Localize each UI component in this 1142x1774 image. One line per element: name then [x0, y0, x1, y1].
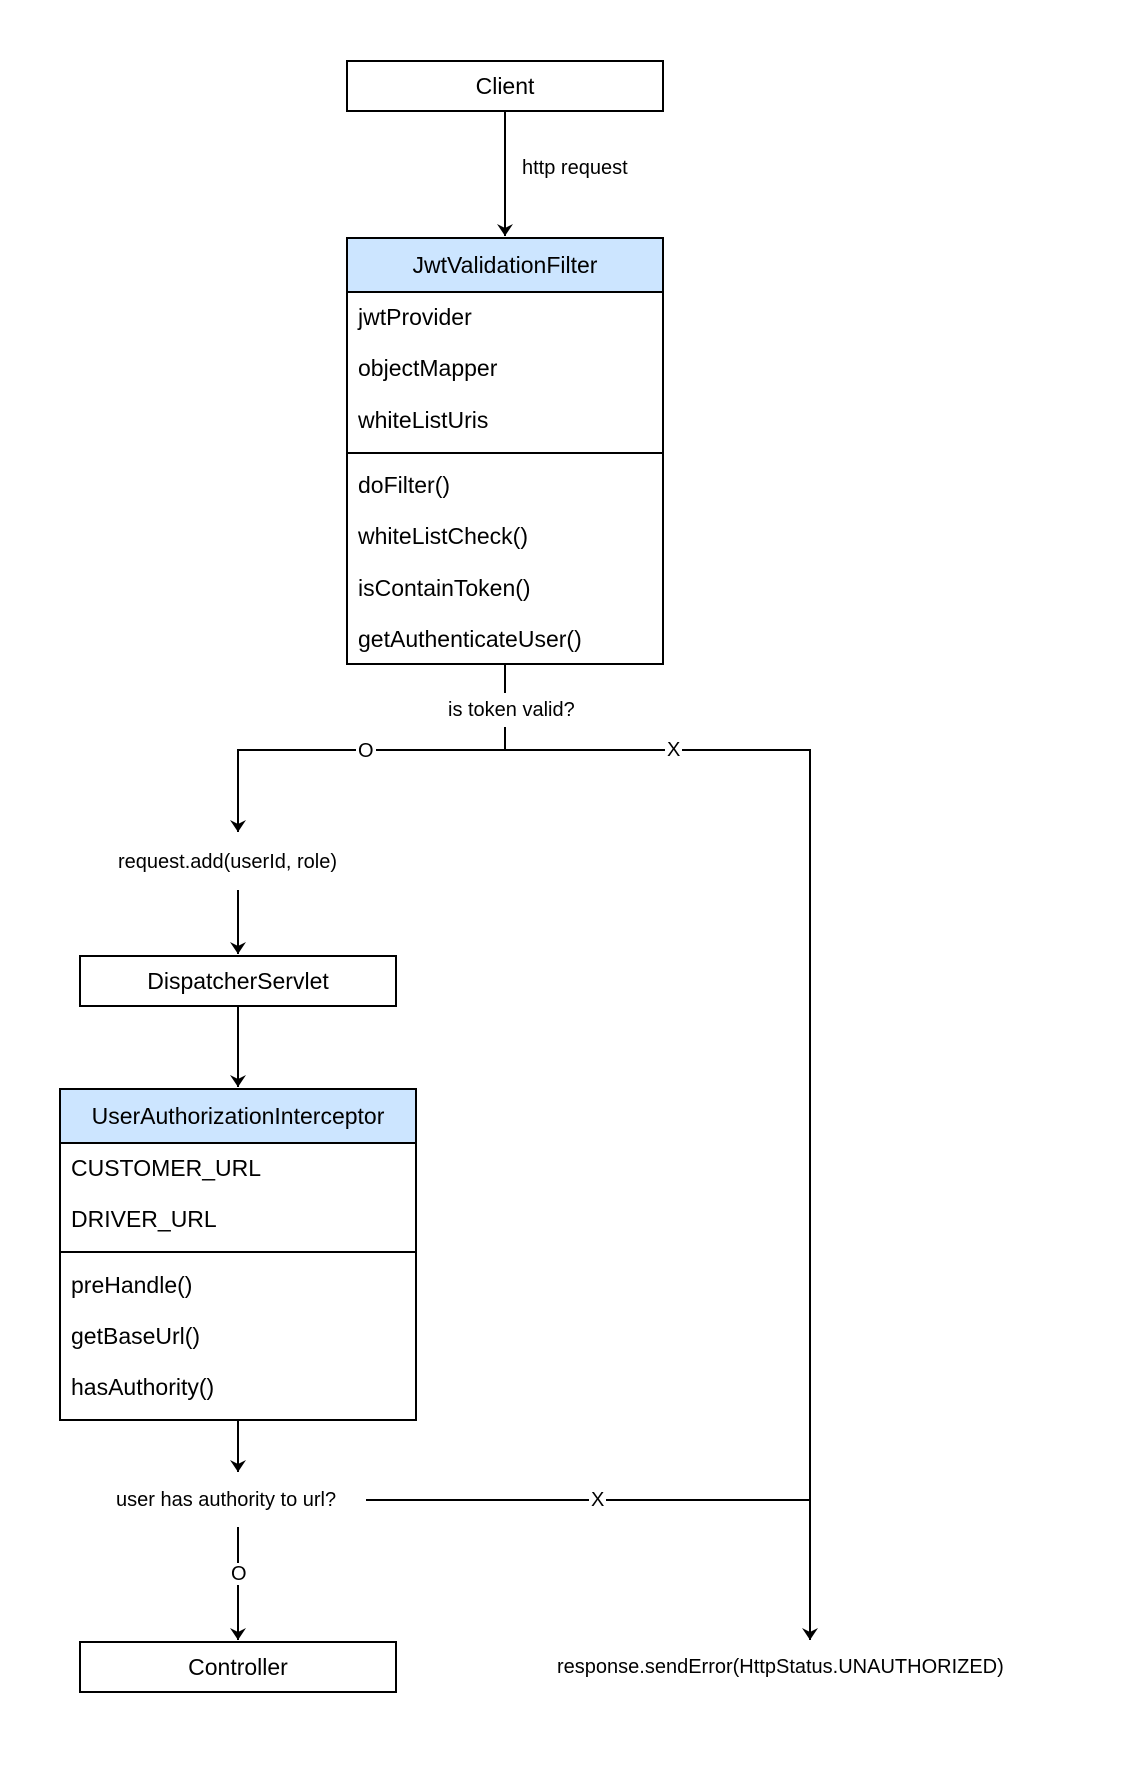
jwt-filter-method: doFilter()	[358, 472, 451, 498]
interceptor-field: CUSTOMER_URL	[71, 1155, 261, 1181]
dispatcher-title: DispatcherServlet	[147, 967, 329, 994]
interceptor-field: DRIVER_URL	[71, 1206, 217, 1232]
controller-node: Controller	[79, 1641, 397, 1693]
jwt-filter-field: whiteListUris	[358, 407, 489, 433]
request-add-label: request.add(userId, role)	[118, 850, 338, 874]
jwt-filter-title: JwtValidationFilter	[412, 251, 598, 278]
client-node: Client	[346, 60, 664, 112]
has-authority-yes-label: O	[229, 1563, 249, 1585]
token-valid-label: is token valid?	[446, 698, 577, 722]
dispatcher-servlet-node: DispatcherServlet	[79, 955, 397, 1007]
token-valid-yes-label: O	[356, 740, 376, 762]
jwt-filter-method: getAuthenticateUser()	[358, 626, 582, 652]
controller-title: Controller	[188, 1653, 288, 1680]
interceptor-method: getBaseUrl()	[71, 1323, 201, 1349]
interceptor-header: UserAuthorizationInterceptor	[61, 1090, 415, 1144]
jwt-filter-divider	[348, 452, 662, 454]
jwt-filter-method: whiteListCheck()	[358, 523, 528, 549]
edge-token-valid-branch	[230, 749, 505, 832]
jwt-filter-field: jwtProvider	[358, 304, 472, 330]
jwt-validation-filter-class: JwtValidationFilter jwtProvider objectMa…	[346, 237, 664, 665]
jwt-filter-method: isContainToken()	[358, 575, 531, 601]
interceptor-title: UserAuthorizationInterceptor	[91, 1102, 385, 1129]
jwt-filter-field: objectMapper	[358, 355, 498, 381]
has-authority-label: user has authority to url?	[116, 1488, 337, 1512]
jwt-filter-header: JwtValidationFilter	[348, 239, 662, 293]
send-error-label: response.sendError(HttpStatus.UNAUTHORIZ…	[557, 1655, 1004, 1679]
edge-token-invalid-branch	[505, 749, 818, 1640]
interceptor-method: preHandle()	[71, 1272, 193, 1298]
interceptor-divider	[61, 1251, 415, 1253]
token-valid-no-label: X	[665, 739, 683, 761]
client-title: Client	[475, 72, 535, 99]
interceptor-method: hasAuthority()	[71, 1374, 215, 1400]
has-authority-no-label: X	[589, 1489, 607, 1511]
http-request-label: http request	[522, 157, 628, 179]
user-authorization-interceptor-class: UserAuthorizationInterceptor CUSTOMER_UR…	[59, 1088, 417, 1421]
